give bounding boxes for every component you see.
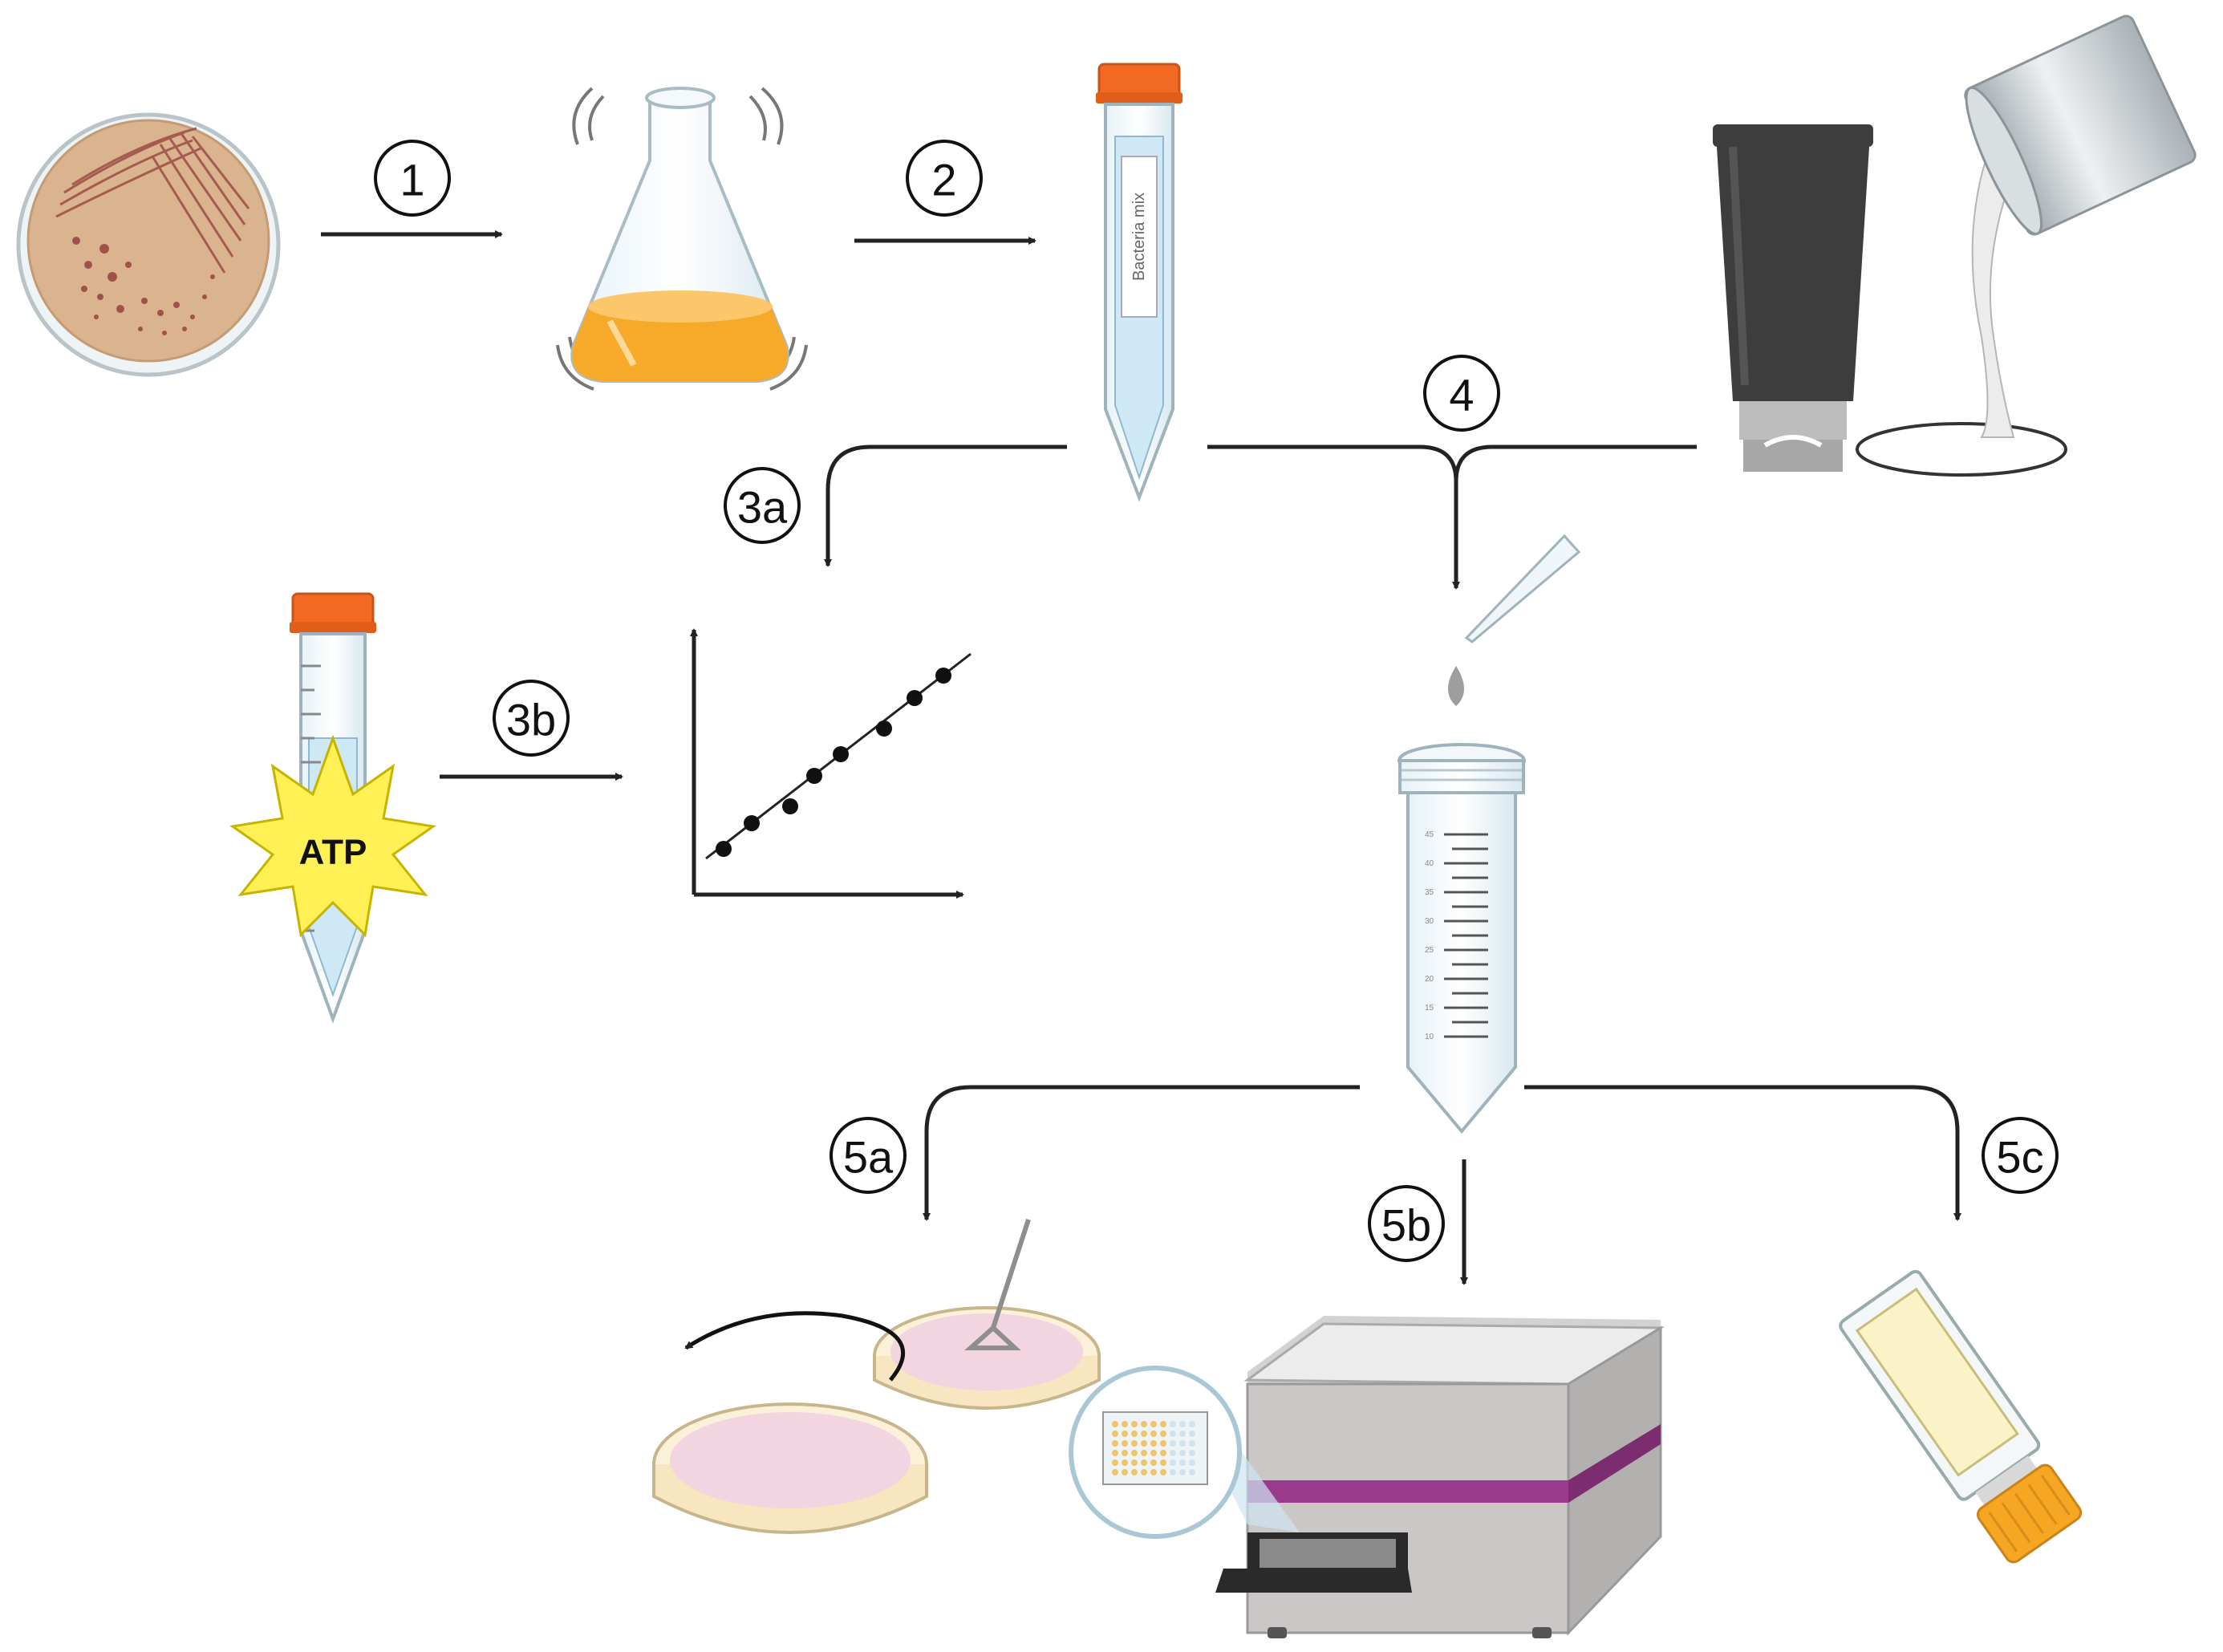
graduation-40: 40 [1425,859,1434,868]
step-4-marker: 4 [1423,355,1500,432]
step-4-label: 4 [1449,370,1474,420]
bacteria-mix-label: Bacteria mix [1130,193,1148,281]
step-5a-label: 5a [843,1132,894,1183]
step-1-label: 1 [400,155,424,205]
standard-curve-icon [690,628,972,899]
arrows [321,230,1961,1285]
graduation-20: 20 [1425,975,1434,984]
step-2-label: 2 [931,155,956,205]
falcon-graduation-lines [1444,833,1488,1038]
atp-label: ATP [299,833,367,872]
arrow-step-5c [1524,1085,1961,1221]
beaker-pour-icon [1856,14,2197,477]
step-3a-marker: 3a [724,467,801,544]
graduation-35: 35 [1425,888,1434,897]
bacteria-tube-icon: Bacteria mix [1096,63,1182,502]
graduation-45: 45 [1425,830,1434,839]
plate-reader-icon [1069,1316,1665,1638]
graduation-10: 10 [1425,1033,1434,1041]
step-3b-marker: 3b [493,680,570,757]
step-5a-marker: 5a [830,1117,907,1194]
lotion-tube-icon [1713,124,1873,472]
arrow-step-4-right [1454,444,1697,482]
arrow-step-3a [824,444,1067,567]
microplate-wells [1112,1421,1166,1475]
step-2-marker: 2 [906,140,983,217]
step-5c-label: 5c [1996,1132,2043,1183]
spread-plate-icon [652,1219,1101,1534]
graduation-15: 15 [1425,1004,1434,1013]
step-5c-marker: 5c [1982,1117,2059,1194]
step-3a-label: 3a [737,482,788,533]
arrow-step-5a [923,1085,1360,1221]
step-3b-label: 3b [506,695,556,745]
step-5b-marker: 5b [1368,1185,1445,1262]
pipette-icon [1448,534,1581,706]
atp-tube-icon: ATP [229,592,436,1024]
atp-starburst [229,734,436,938]
arrow-step-4-left [1207,444,1458,482]
step-1-marker: 1 [374,140,451,217]
step-5b-label: 5b [1381,1200,1431,1251]
falcon-tube-icon: 45 40 35 30 25 20 15 10 [1397,743,1526,1134]
petri-dish-icon [16,112,281,377]
swab-tube-icon [1839,1269,2083,1564]
graduation-30: 30 [1425,917,1434,926]
graduation-25: 25 [1425,946,1434,955]
shaking-flask-icon [556,87,808,391]
